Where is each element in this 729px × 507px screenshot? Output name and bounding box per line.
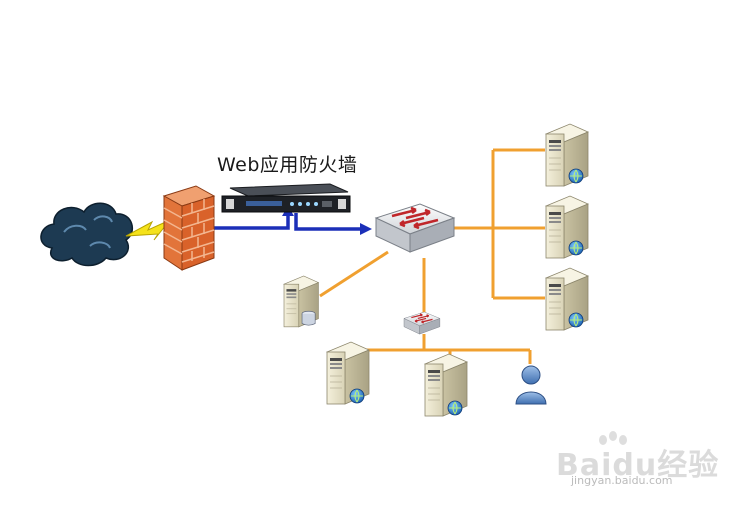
server-a-icon (326, 341, 370, 405)
firewall-to-waf-link (214, 213, 290, 230)
server-top-icon (545, 123, 589, 187)
server-b-icon (424, 353, 468, 417)
server-low-icon (545, 267, 589, 331)
waf-appliance-icon (221, 183, 351, 213)
database-server-icon (283, 275, 319, 328)
server-mid-icon (545, 195, 589, 259)
arrow-right-icon (360, 223, 372, 235)
internet-cloud-icon (40, 202, 134, 267)
watermark-url: jingyan.baidu.com (571, 474, 673, 487)
lan-links (319, 148, 545, 364)
access-switch-icon (403, 311, 441, 335)
user-icon (515, 365, 547, 405)
waf-label: Web应用防火墙 (217, 154, 358, 176)
baidu-paw-logo (599, 431, 627, 445)
watermark-logo: Baidu经验 (556, 448, 720, 483)
firewall-brick-icon (162, 185, 216, 271)
waf-to-switch-link (294, 213, 362, 231)
link-database-server (319, 250, 389, 298)
core-switch-icon (374, 202, 456, 254)
